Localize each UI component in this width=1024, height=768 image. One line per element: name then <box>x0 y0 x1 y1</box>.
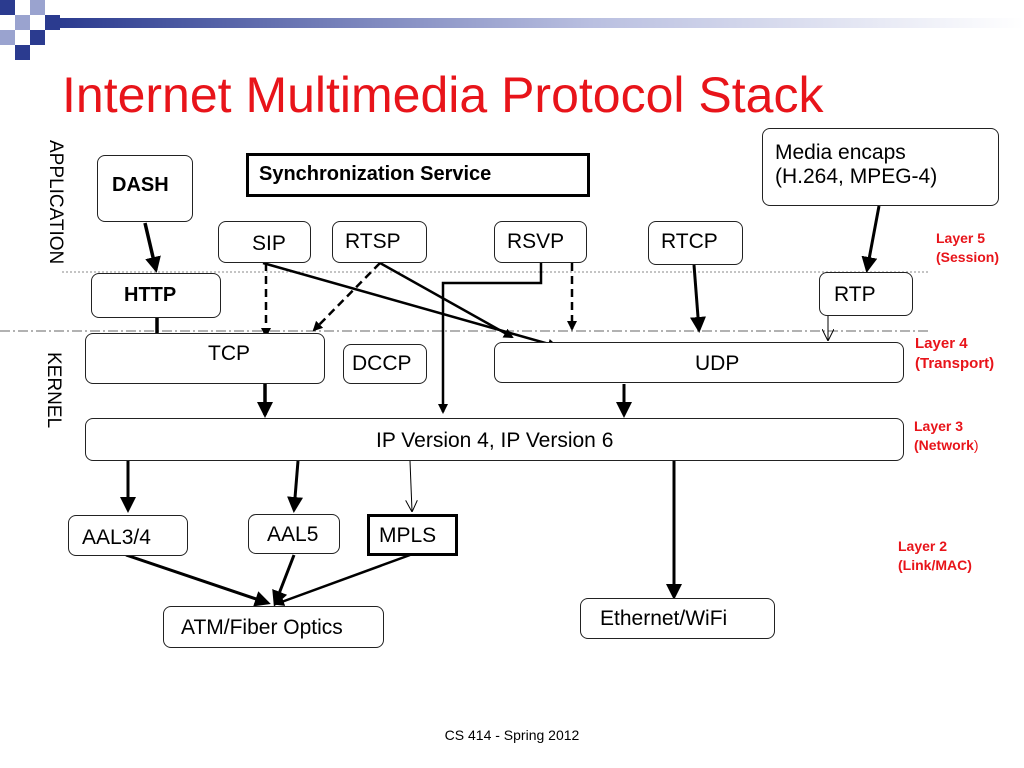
http-label: HTTP <box>124 284 177 306</box>
arrow-mpls-atm <box>274 553 411 606</box>
arrow-ip-aal5 <box>287 460 304 513</box>
rtsp-label: RTSP <box>345 230 401 253</box>
deco-square <box>30 0 45 15</box>
arrow-aal34-atm <box>125 553 271 607</box>
layer5-label: Layer 5 (Session) <box>936 229 999 267</box>
ethernet-label: Ethernet/WiFi <box>600 607 728 630</box>
dccp-label: DCCP <box>352 352 412 375</box>
deco-square <box>0 30 15 45</box>
atm-label: ATM/Fiber Optics <box>181 616 343 639</box>
mpls-box: MPLS <box>367 514 458 556</box>
rsvp-label: RSVP <box>507 230 565 253</box>
header-decoration <box>0 0 1024 60</box>
http-box: HTTP <box>91 273 221 318</box>
arrow-aal5-atm <box>272 554 296 607</box>
layer5-line2: (Session) <box>936 248 1000 265</box>
header-gradient-bar <box>60 18 1024 28</box>
layer3-line2a: (Network <box>914 436 974 453</box>
rtp-label: RTP <box>834 283 876 306</box>
layer3-line2: (Network) <box>914 436 979 455</box>
application-label: APPLICATION <box>45 140 66 265</box>
deco-square <box>15 45 30 60</box>
kernel-label: KERNEL <box>43 352 64 429</box>
ethernet-box: Ethernet/WiFi <box>580 598 775 639</box>
arrow-ip-mpls <box>410 460 412 511</box>
arrow-rtsp-udp <box>379 261 514 339</box>
layer4-line2: (Transport) <box>915 355 995 373</box>
ip-label: IP Version 4, IP Version 6 <box>376 429 614 452</box>
deco-square <box>0 0 15 15</box>
ip-box: IP Version 4, IP Version 6 <box>85 418 904 461</box>
dash-label: DASH <box>112 174 169 196</box>
layer2-label: Layer 2 (Link/MAC) <box>898 537 972 575</box>
deco-square <box>30 30 45 45</box>
dash-box: DASH <box>97 155 193 222</box>
aal5-label: AAL5 <box>267 523 319 546</box>
rtsp-box: RTSP <box>332 221 427 263</box>
rtcp-box: RTCP <box>648 221 743 265</box>
sip-label: SIP <box>252 232 286 255</box>
arrow-media-rtp <box>861 205 881 273</box>
tcp-box: TCP <box>85 333 325 384</box>
page-title: Internet Multimedia Protocol Stack <box>62 67 824 123</box>
media-encaps-line2: (H.264, MPEG-4) <box>775 165 938 189</box>
aal34-box: AAL3/4 <box>68 515 188 556</box>
rtp-box: RTP <box>819 272 913 316</box>
media-encaps-box: Media encaps (H.264, MPEG-4) <box>762 128 999 206</box>
mpls-label: MPLS <box>379 524 437 547</box>
layer2-line1: Layer 2 <box>898 538 948 554</box>
deco-square <box>15 15 30 30</box>
sip-box: SIP <box>218 221 311 263</box>
layer4-label: Layer 4 (Transport) <box>915 334 994 375</box>
layer5-line1: Layer 5 <box>936 230 986 246</box>
tcp-label: TCP <box>208 342 250 365</box>
layer2-line2: (Link/MAC) <box>898 556 972 573</box>
udp-label: UDP <box>695 352 740 375</box>
media-encaps-line1: Media encaps <box>775 141 906 164</box>
layer3-line2b: ) <box>973 436 979 453</box>
sync-service-label: Synchronization Service <box>259 163 492 185</box>
dccp-box: DCCP <box>343 344 427 384</box>
layer3-line1: Layer 3 <box>914 418 964 434</box>
layer3-label: Layer 3 (Network) <box>914 417 979 455</box>
sync-service-box: Synchronization Service <box>246 153 590 197</box>
aal5-box: AAL5 <box>248 514 340 554</box>
deco-square <box>45 15 60 30</box>
arrow-rtcp-udp <box>690 264 706 333</box>
arrow-rtsp-tcp <box>312 262 381 332</box>
rsvp-box: RSVP <box>494 221 587 263</box>
arrow-dash-http <box>143 222 161 273</box>
atm-box: ATM/Fiber Optics <box>163 606 384 648</box>
layer4-line1: Layer 4 <box>915 335 968 352</box>
aal34-label: AAL3/4 <box>82 526 151 549</box>
arrow-rsvp-ip <box>438 263 543 414</box>
rtcp-label: RTCP <box>661 230 718 253</box>
udp-box: UDP <box>494 342 904 383</box>
footer-text: CS 414 - Spring 2012 <box>444 727 580 743</box>
